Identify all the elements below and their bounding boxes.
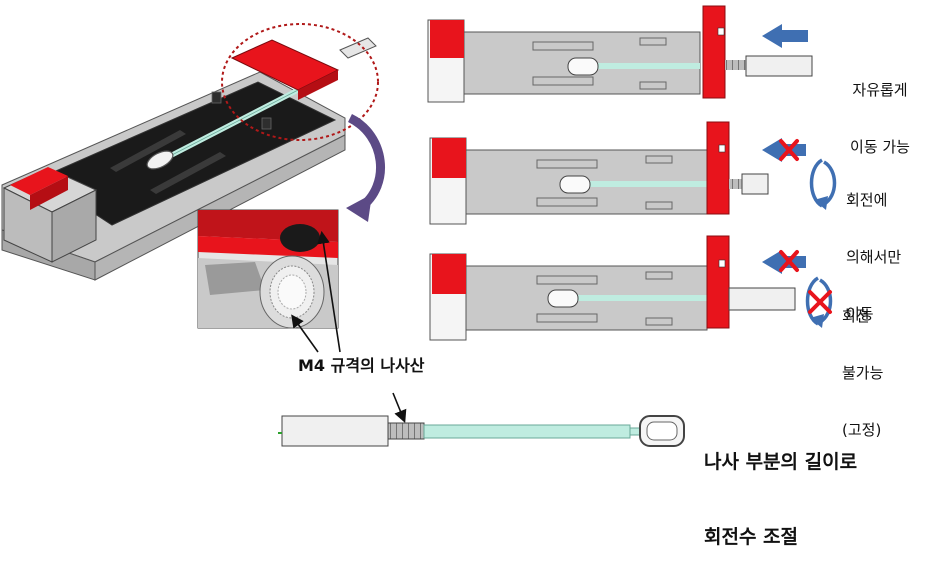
thread-zoom-inset xyxy=(197,209,339,329)
zoom-circle xyxy=(221,23,379,141)
row-2-blocked-x-icon xyxy=(779,139,799,161)
row-3-rotation-x-icon xyxy=(808,290,832,314)
row-3-label-line-2: 불가능 xyxy=(842,364,884,382)
row-2-label-line-2: 의해서만 xyxy=(846,248,902,266)
zoom-arrow xyxy=(346,113,385,222)
row-2-label: 회전에 의해서만 이동 xyxy=(846,153,901,343)
row-1-label-line-2: 이동 가능 xyxy=(850,138,910,156)
row-2-label-line-3: 이동 xyxy=(846,305,874,323)
row-3-fixed xyxy=(429,235,796,341)
row-3-label-line-1: 회전 xyxy=(842,307,870,325)
bottom-label-line-2: 회전수 조절 xyxy=(704,526,799,548)
callout-leader-2 xyxy=(317,230,341,353)
row-1-push-arrow-icon xyxy=(762,24,808,48)
screw-rod xyxy=(278,415,685,447)
diagram-canvas xyxy=(1,5,837,447)
iso-assembly xyxy=(1,37,377,281)
row-3-label: 회전 불가능 (고정) xyxy=(842,269,883,459)
callout-leader-3 xyxy=(392,392,407,423)
row-2-rotate-only xyxy=(429,121,769,225)
row-1-label: 자유롭게 이동 가능 xyxy=(832,43,928,176)
bottom-label: 나사 부분의 길이로 회전수 조절 xyxy=(704,400,857,575)
callout-leader-1 xyxy=(291,314,319,353)
row-3-rotation-icon xyxy=(805,276,833,328)
row-2-label-line-1: 회전에 xyxy=(846,191,888,209)
bottom-label-line-1: 나사 부분의 길이로 xyxy=(704,451,858,473)
row-3-label-line-3: (고정) xyxy=(842,421,882,439)
row-2-rotation-icon xyxy=(809,158,837,210)
row-3-blocked-x-icon xyxy=(779,250,799,272)
thread-callout-label: M4 규격의 나사산 xyxy=(298,356,425,375)
row-1-free xyxy=(427,5,813,103)
row-1-label-line-1: 자유롭게 xyxy=(852,81,908,99)
